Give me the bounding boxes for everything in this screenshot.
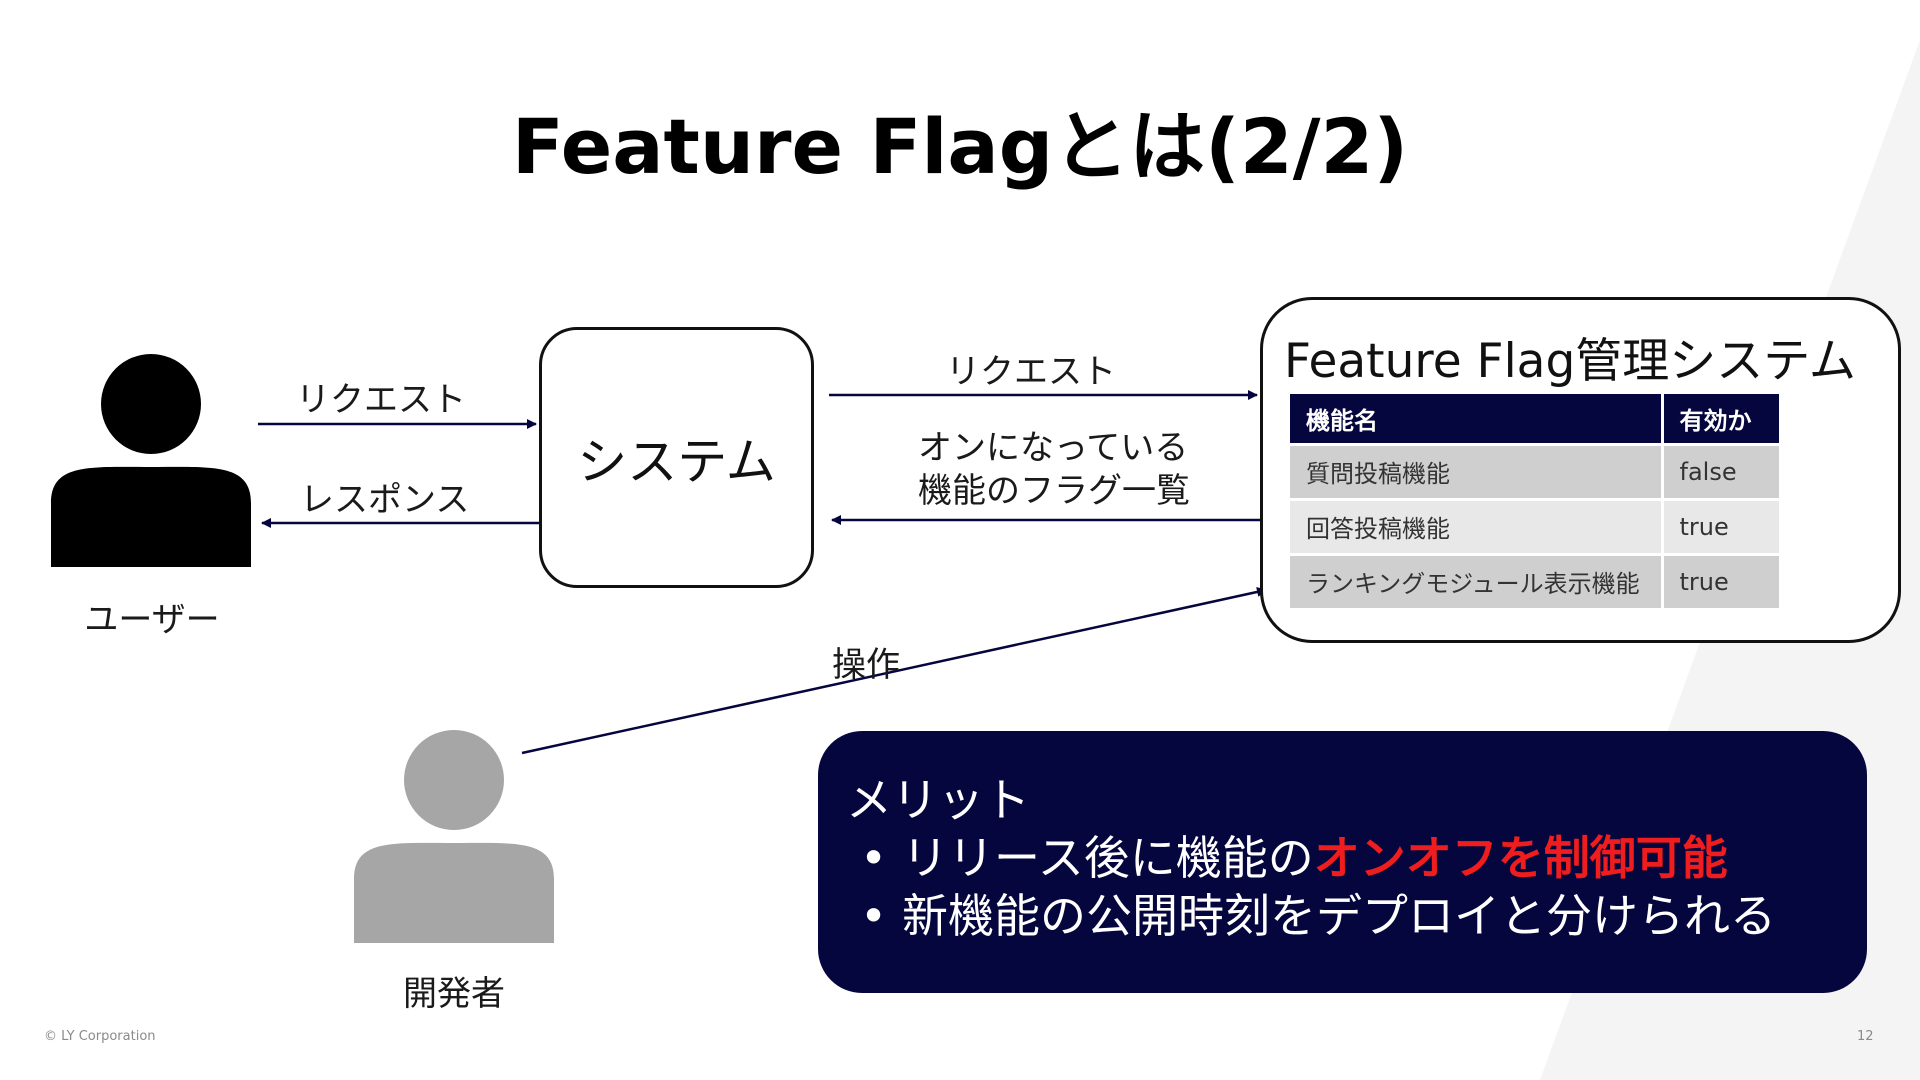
bullet: • (860, 831, 888, 885)
system-box-label: システム (577, 432, 776, 491)
user-label: ユーザー (84, 600, 220, 640)
merit-item-1-text: リリース後に機能の (902, 831, 1314, 885)
page-number: 12 (1857, 1029, 1874, 1044)
user-request-label: リクエスト (296, 380, 466, 420)
flag-response-label-line1: オンになっている (918, 428, 1189, 468)
user-icon (51, 354, 251, 567)
slide-title: Feature Flagとは(2/2) (511, 102, 1409, 191)
flag-response-label-line2: 機能のフラグ一覧 (918, 471, 1190, 511)
bullet: • (860, 889, 888, 943)
enabled-cell: false (1662, 444, 1782, 501)
enabled-cell: true (1662, 554, 1782, 611)
operate-label: 操作 (832, 645, 900, 685)
user-response-label: レスポンス (300, 480, 470, 520)
operate-arrow (521, 587, 1267, 755)
merit-title: メリット (846, 773, 1030, 827)
feature-name-cell: 質問投稿機能 (1290, 444, 1664, 501)
feature-flag-system-title: Feature Flag管理システム (1284, 334, 1856, 389)
system-box: システム (539, 327, 814, 588)
merit-item-1-emphasis: オンオフを制御可能 (1313, 831, 1728, 885)
table-row: ランキングモジュール表示機能 true (1290, 554, 1782, 611)
enabled-cell: true (1662, 499, 1782, 556)
column-header-enabled: 有効か (1662, 394, 1782, 446)
merit-item-1: • リリース後に機能のオンオフを制御可能 (846, 829, 1867, 887)
column-header-feature-name: 機能名 (1290, 394, 1664, 446)
footer-copyright: © LY Corporation (44, 1029, 156, 1044)
feature-name-cell: ランキングモジュール表示機能 (1290, 554, 1664, 611)
developer-icon (354, 730, 554, 943)
merit-item-2-text: 新機能の公開時刻をデプロイと分けられる (902, 889, 1776, 943)
merit-box: メリット • リリース後に機能のオンオフを制御可能 • 新機能の公開時刻をデプロ… (818, 731, 1867, 993)
table-row: 回答投稿機能 true (1290, 499, 1782, 556)
system-request-label: リクエスト (946, 352, 1116, 392)
feature-flag-table: 機能名 有効か 質問投稿機能 false 回答投稿機能 true ランキングモジ… (1290, 394, 1782, 611)
merit-item-2: • 新機能の公開時刻をデプロイと分けられる (846, 887, 1867, 945)
table-row: 質問投稿機能 false (1290, 444, 1782, 501)
developer-label: 開発者 (403, 974, 505, 1014)
feature-name-cell: 回答投稿機能 (1290, 499, 1664, 556)
